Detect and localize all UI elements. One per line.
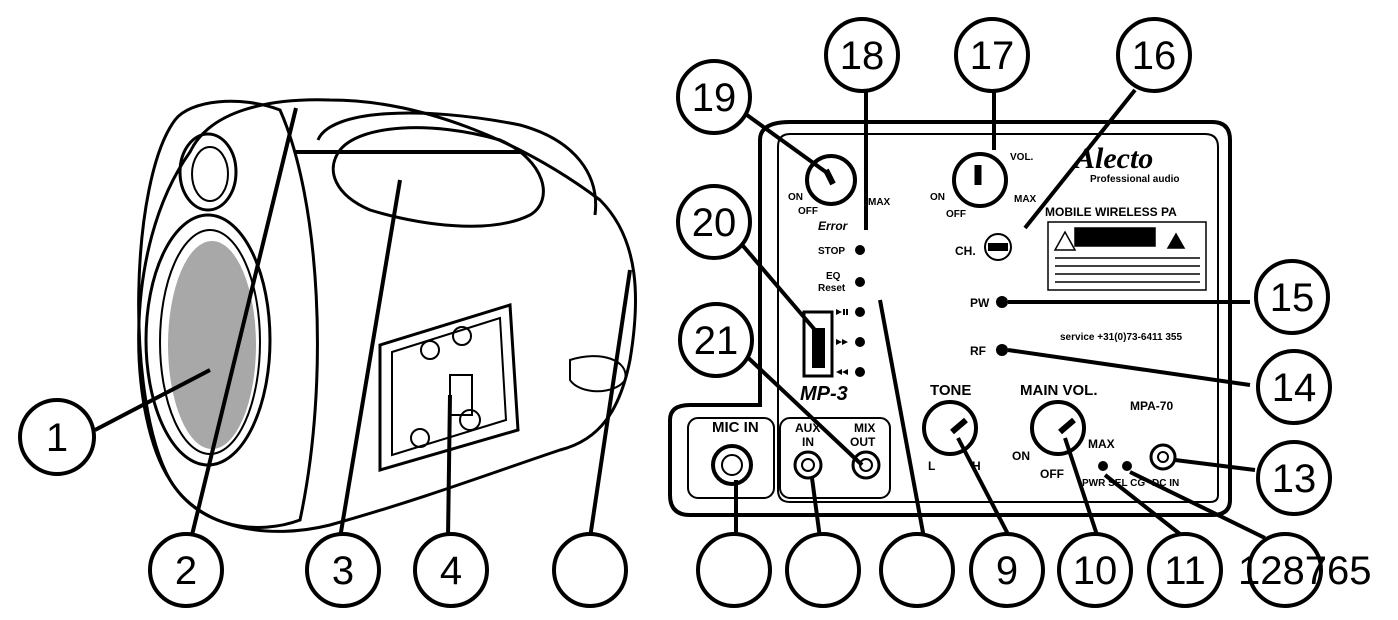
callout-circle-11 bbox=[1147, 532, 1223, 608]
mix-out-label: OUT bbox=[850, 435, 876, 449]
callout-number-1: 1 bbox=[46, 416, 68, 460]
callout-number-13: 13 bbox=[1272, 457, 1317, 501]
callout-circle-9 bbox=[969, 532, 1045, 608]
callout-number-9: 9 bbox=[996, 549, 1018, 593]
callout-number-12: 128765 bbox=[1238, 549, 1371, 593]
mp3-label: MP-3 bbox=[800, 383, 848, 405]
speaker-body bbox=[137, 98, 638, 533]
callout-number-3: 3 bbox=[332, 549, 354, 593]
ch-label: CH. bbox=[955, 244, 976, 258]
callout-circle-14 bbox=[1256, 349, 1332, 425]
brand-logo: Alecto bbox=[1073, 142, 1153, 175]
callout-number-17: 17 bbox=[970, 34, 1015, 78]
callout-circles bbox=[18, 17, 1332, 608]
tone-l-label: L bbox=[928, 459, 935, 473]
dc-in-jack[interactable] bbox=[1149, 443, 1177, 471]
pw-label: PW bbox=[970, 296, 990, 310]
callout-number-11: 11 bbox=[1164, 549, 1206, 593]
main-vol-label: MAIN VOL. bbox=[1020, 382, 1098, 399]
mp3-button-icons bbox=[836, 309, 848, 375]
callout-number-15: 15 bbox=[1270, 276, 1315, 320]
main-vol-off-label: OFF bbox=[1040, 467, 1064, 481]
reset-label: Reset bbox=[818, 283, 846, 294]
callout-number-2: 2 bbox=[175, 549, 197, 593]
callout-number-19: 19 bbox=[692, 76, 737, 120]
mix-out-jack[interactable] bbox=[851, 450, 881, 480]
callout-circle-7 bbox=[785, 532, 861, 608]
main-volume-knob[interactable] bbox=[1030, 400, 1086, 456]
usb-slot[interactable] bbox=[802, 310, 834, 378]
callout-number-16: 16 bbox=[1132, 34, 1177, 78]
callout-circle-17 bbox=[954, 17, 1030, 93]
panel-labels: Alecto Professional audio MOBILE WIRELES… bbox=[712, 142, 1182, 489]
callout-circle-2 bbox=[148, 532, 224, 608]
callout-number-20: 20 bbox=[692, 201, 737, 245]
mic-vol-off-label: OFF bbox=[946, 209, 966, 220]
aux-label: AUX bbox=[795, 421, 820, 435]
control-panel bbox=[668, 120, 1232, 517]
mic-in-jack[interactable] bbox=[711, 444, 753, 486]
main-vol-on-label: ON bbox=[1012, 449, 1030, 463]
main-vol-max-label: MAX bbox=[1088, 437, 1115, 451]
channel-selector-dial[interactable] bbox=[984, 233, 1012, 261]
mp3-vol-max-label: MAX bbox=[868, 197, 891, 208]
vol-label: VOL. bbox=[1010, 152, 1034, 163]
brand-subtitle: Professional audio bbox=[1090, 174, 1179, 185]
aux-in-label: IN bbox=[802, 435, 814, 449]
callout-number-4: 4 bbox=[440, 549, 462, 593]
callout-numbers: 1 2 3 4 9 10 11 128765 13 14 15 16 17 18… bbox=[46, 34, 1372, 593]
mix-label: MIX bbox=[854, 421, 875, 435]
warning-label bbox=[1047, 221, 1207, 291]
aux-in-jack[interactable] bbox=[793, 450, 823, 480]
mp3-vol-off-label: OFF bbox=[798, 206, 818, 217]
service-text: service +31(0)73-6411 355 bbox=[1060, 332, 1182, 343]
callout-number-10: 10 bbox=[1073, 549, 1118, 593]
tone-knob[interactable] bbox=[922, 400, 978, 456]
rf-label: RF bbox=[970, 344, 986, 358]
speaker-side-panel bbox=[378, 303, 520, 472]
callout-number-18: 18 bbox=[840, 34, 885, 78]
callout-circle-5 bbox=[552, 532, 628, 608]
callout-circle-20 bbox=[676, 184, 752, 260]
eq-label: EQ bbox=[826, 271, 841, 282]
error-label: Error bbox=[818, 219, 849, 233]
callout-circle-19 bbox=[676, 59, 752, 135]
mp3-vol-on-label: ON bbox=[788, 192, 803, 203]
callout-circle-1 bbox=[18, 398, 96, 476]
stop-label: STOP bbox=[818, 246, 845, 257]
mic-in-label: MIC IN bbox=[712, 419, 759, 436]
speaker-foot bbox=[569, 355, 627, 393]
callout-circle-4 bbox=[413, 532, 489, 608]
dc-in-label: DC IN bbox=[1152, 478, 1179, 489]
tone-label: TONE bbox=[930, 382, 971, 399]
callout-number-14: 14 bbox=[1272, 366, 1317, 410]
callout-circle-15 bbox=[1254, 259, 1330, 335]
speaker-handle bbox=[316, 111, 598, 228]
model-code: MPA-70 bbox=[1130, 399, 1173, 413]
callout-circle-16 bbox=[1116, 17, 1192, 93]
callout-circle-6 bbox=[696, 532, 772, 608]
callout-circle-21 bbox=[678, 302, 754, 378]
callout-circle-8 bbox=[879, 532, 955, 608]
woofer-grille bbox=[168, 241, 256, 449]
status-leds bbox=[996, 296, 1132, 471]
mic-vol-max-label: MAX bbox=[1014, 194, 1037, 205]
mic-vol-on-label: ON bbox=[930, 192, 945, 203]
callout-circle-3 bbox=[305, 532, 381, 608]
mp3-buttons[interactable] bbox=[855, 245, 865, 377]
callout-number-21: 21 bbox=[694, 319, 739, 363]
callout-circle-13 bbox=[1256, 440, 1332, 516]
tone-h-label: H bbox=[972, 459, 981, 473]
model-name: MOBILE WIRELESS PA bbox=[1045, 205, 1177, 219]
callout-circle-10 bbox=[1057, 532, 1133, 608]
mic-volume-knob[interactable] bbox=[952, 152, 1008, 208]
leader-lines bbox=[94, 70, 1266, 540]
callout-circle-18 bbox=[824, 17, 900, 93]
callout-circle-12 bbox=[1247, 532, 1323, 608]
